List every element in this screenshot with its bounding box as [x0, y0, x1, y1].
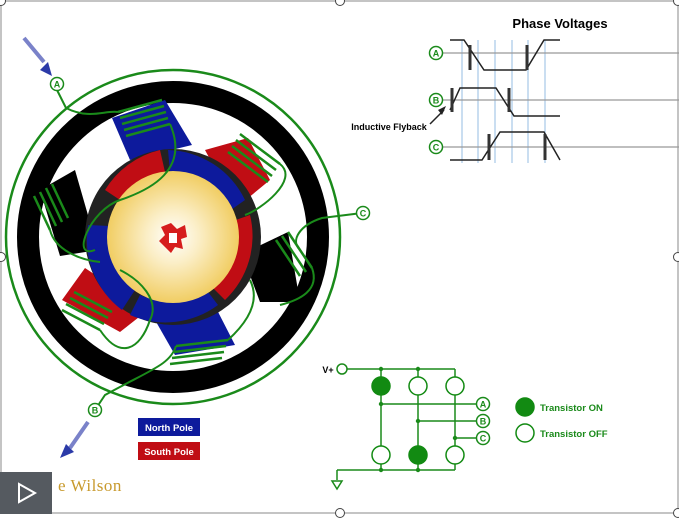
driver-output-a-label: A: [480, 400, 487, 410]
transistor-lower-a: [372, 446, 390, 464]
motor: [6, 38, 370, 458]
motor-terminal-c-label: C: [360, 209, 367, 219]
resize-handle-bottom[interactable]: [335, 508, 345, 518]
legend-off-swatch: [516, 424, 534, 442]
resize-handle-bottom-right[interactable]: [673, 508, 679, 518]
phase-voltages-title: Phase Voltages: [512, 16, 607, 31]
resize-handle-right[interactable]: [673, 252, 679, 262]
phase-b-label: B: [433, 96, 440, 106]
driver-output-c-label: C: [480, 434, 487, 444]
transistor-upper-b: [409, 377, 427, 395]
supply-label: V+: [322, 365, 333, 375]
driver-output-b-label: B: [480, 417, 487, 427]
transistor-on-label: Transistor ON: [540, 403, 603, 414]
transistor-off-label: Transistor OFF: [540, 429, 608, 440]
south-pole-label: South Pole: [144, 447, 194, 458]
motor-terminal-a-label: A: [54, 80, 61, 90]
phase-c-label: C: [433, 143, 440, 153]
input-arrow-in: [24, 38, 52, 76]
play-button[interactable]: [0, 472, 52, 514]
phase-voltage-plot: [430, 40, 679, 163]
input-arrow-out: [60, 422, 88, 458]
legend-on-swatch: [516, 398, 534, 416]
transistor-upper-c: [446, 377, 464, 395]
author-credit: e Wilson: [58, 476, 122, 496]
phase-a-label: A: [433, 49, 440, 59]
transistor-lower-b: [409, 446, 427, 464]
inductive-flyback-label: Inductive Flyback: [351, 122, 428, 132]
supply-terminal: [337, 364, 347, 374]
play-icon: [0, 472, 52, 514]
north-pole-label: North Pole: [145, 423, 193, 434]
transistor-lower-c: [446, 446, 464, 464]
motor-terminal-b-label: B: [92, 406, 99, 416]
transistor-upper-a: [372, 377, 390, 395]
